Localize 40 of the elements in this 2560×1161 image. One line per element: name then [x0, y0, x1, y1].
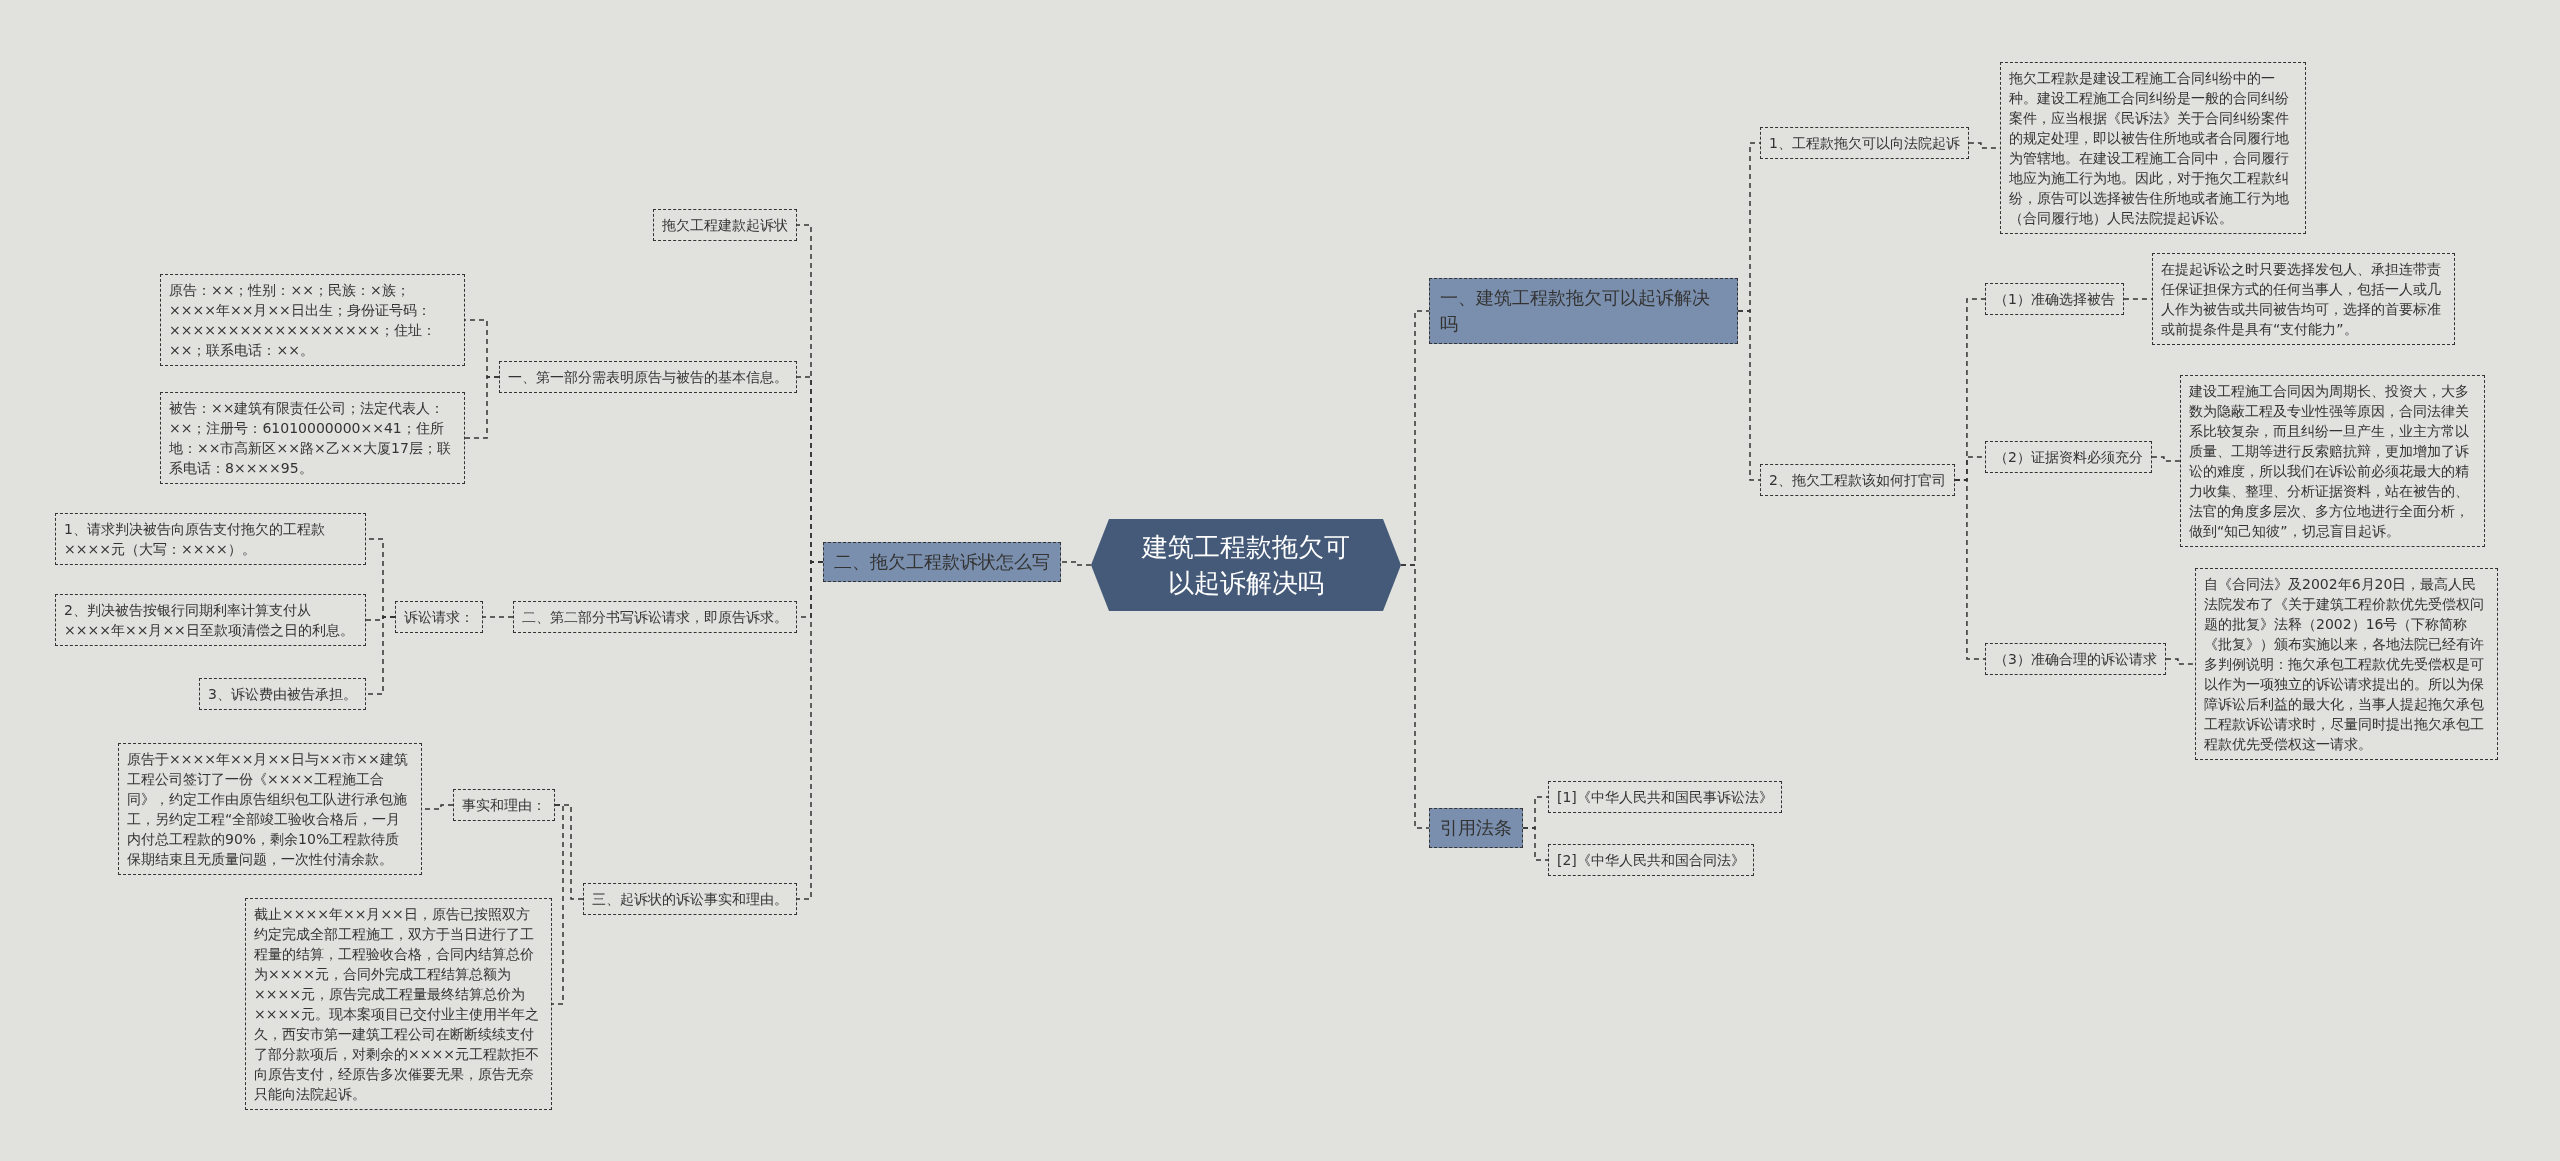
subtopic-label: 二、第二部分书写诉讼请求，即原告诉求。 [513, 601, 797, 633]
subtopic-label: [1]《中华人民共和国民事诉讼法》 [1548, 781, 1782, 813]
connector [1060, 561, 1092, 566]
connector [1954, 479, 1986, 660]
connector [551, 804, 564, 1005]
subtopic-label: 拖欠工程建款起诉状 [653, 209, 797, 241]
detail-note: 2、判决被告按银行同期利率计算支付从××××年××月××日至款项清偿之日的利息。 [55, 594, 366, 646]
subtopic-label: 2、拖欠工程款该如何打官司 [1760, 464, 1955, 496]
detail-note: 被告：××建筑有限责任公司；法定代表人：××；注册号：61010000000××41；住所地：××市高新区××路×乙××大厦17层；联系电话：8××××95。 [160, 392, 465, 484]
detail-note: 拖欠工程款是建设工程施工合同纠纷中的一种。建设工程施工合同纠纷是一般的合同纠纷案件，应当根据《民诉法》关于合同纠纷案件的规定处理，即以被告住所地或者合同履行地为管辖地。在建设工程施工合同中，合同履行地应为施工行为地。因此，对于拖欠工程款纠纷，原告可以选择被告住所地或者施工行为地（合同履行地）人民法院提起诉讼。 [2000, 62, 2306, 234]
detail-note: 自《合同法》及2002年6月20日，最高人民法院发布了《关于建筑工程价款优先受偿权问题的批复》法释（2002）16号（下称简称《批复》）颁布实施以来，各地法院已经有许多判例说明：拖欠承包工程款优先受偿权是可以作为一项独立的诉讼请求提出的。所以为保障诉讼后利益的最大化，当事人提起拖欠承包工程款诉讼请求时，尽量同时提出拖欠承包工程款优先受偿权这一请求。 [2195, 568, 2498, 760]
connector [1737, 310, 1761, 481]
subtopic-label: （3）准确合理的诉讼请求 [1985, 643, 2166, 675]
connector [1522, 827, 1549, 861]
branch-topic: 一、建筑工程款拖欠可以起诉解决吗 [1429, 278, 1738, 344]
subtopic-label: （2）证据资料必须充分 [1985, 441, 2152, 473]
subtopic-label: （1）准确选择被告 [1985, 283, 2124, 315]
subtopic-label: 一、第一部分需表明原告与被告的基本信息。 [499, 361, 797, 393]
branch-topic: 引用法条 [1429, 808, 1523, 848]
connector [365, 616, 396, 695]
subtopic-label: 诉讼请求： [395, 601, 483, 633]
detail-note: 原告：××；性别：××；民族：×族；××××年××月××日出生；身份证号码：××××××××××××××××××；住址：××；联系电话：××。 [160, 274, 465, 366]
detail-note: 建设工程施工合同因为周期长、投资大，大多数为隐蔽工程及专业性强等原因，合同法律关系比较复杂，而且纠纷一旦产生，业主方常以质量、工期等进行反索赔抗辩，更加增加了诉讼的难度，所以我们在诉讼前必须花最大的精力收集、整理、分析证据资料，站在被告的、法官的角度多层次、多方位地进行全面分析，做到“知己知彼”，切忌盲目起诉。 [2180, 375, 2485, 547]
detail-note: 在提起诉讼之时只要选择发包人、承担连带责任保证担保方式的任何当事人，包括一人或几人作为被告或共同被告均可，选择的首要标准或前提条件是具有“支付能力”。 [2152, 253, 2455, 345]
central-topic: 建筑工程款拖欠可以起诉解决吗 [1091, 519, 1401, 611]
subtopic-label: 3、诉讼费由被告承担。 [199, 678, 366, 710]
connector [2165, 658, 2196, 665]
detail-note: 1、请求判决被告向原告支付拖欠的工程款××××元（大写：××××）。 [55, 513, 366, 565]
subtopic-label: 三、起诉状的诉讼事实和理由。 [583, 883, 797, 915]
detail-note: 原告于××××年××月××日与××市××建筑工程公司签订了一份《××××工程施工合同》，约定工作由原告组织包工队进行承包施工，另约定工程“全部竣工验收合格后，一月内付总工程款的90%，剩余10%工程款待质保期结束且无质量问题，一次性付清余款。 [118, 743, 422, 875]
branch-topic: 二、拖欠工程款诉状怎么写 [823, 542, 1061, 582]
connector [2151, 456, 2181, 462]
subtopic-label: 1、工程款拖欠可以向法院起诉 [1760, 127, 1969, 159]
connector [2123, 298, 2153, 300]
connector [1400, 564, 1430, 829]
connector [464, 376, 500, 439]
detail-note: 截止××××年××月××日，原告已按照双方约定完成全部工程施工，双方于当日进行了工程量的结算，工程验收合格，合同内结算总价为××××元，合同外完成工程结算总额为××××元，原告完成工程量最终结算总价为××××元。现本案项目已交付业主使用半年之久，西安市第一建筑工程公司在断断续续支付了部分款项后，对剩余的××××元工程款拒不向原告支付，经原告多次催要无果，原告无奈只能向法院起诉。 [245, 898, 552, 1110]
subtopic-label: 事实和理由： [453, 789, 555, 821]
connector [482, 616, 514, 618]
subtopic-label: [2]《中华人民共和国合同法》 [1548, 844, 1754, 876]
